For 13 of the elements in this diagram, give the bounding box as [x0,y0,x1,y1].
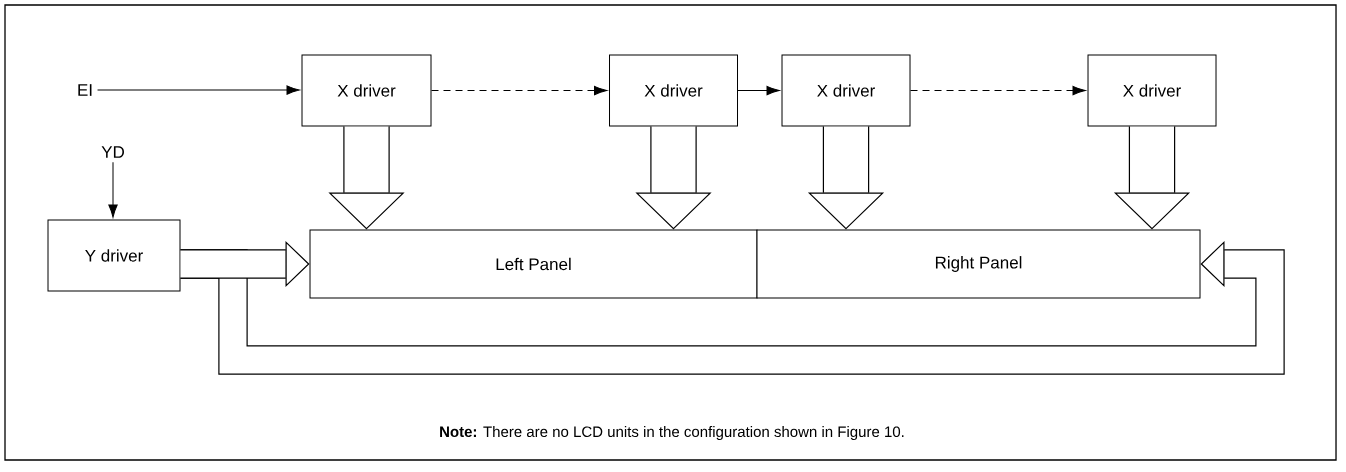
block-box: X driver [609,54,738,127]
block-box: X driver [301,54,432,127]
arrow [97,85,300,95]
note-text: Note: There are no LCD units in the configuration shown in Figure 10. [440,426,904,440]
arrow [108,161,118,218]
arrow [910,85,1086,96]
block-box: X driver [781,54,911,127]
signal-label: YD [101,146,124,158]
signal-label: EI [78,84,92,96]
arrow [737,85,780,96]
block-box: Y driver [47,219,181,292]
block-box: X driver [1087,54,1217,127]
arrow [431,85,608,96]
